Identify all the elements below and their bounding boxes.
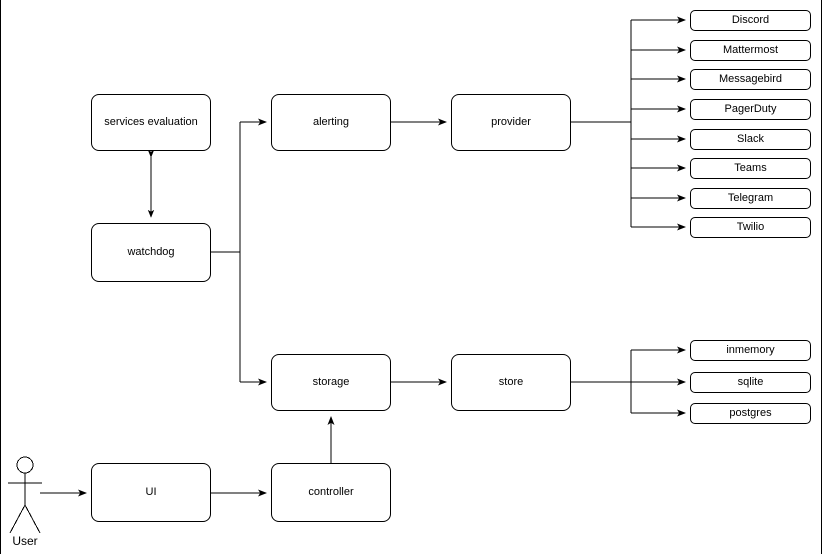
- leaf-store-sqlite-label: sqlite: [737, 376, 764, 389]
- leaf-provider-pagerduty[interactable]: PagerDuty: [690, 99, 811, 120]
- node-storage[interactable]: storage: [271, 354, 391, 411]
- node-controller[interactable]: controller: [271, 463, 391, 522]
- node-watchdog[interactable]: watchdog: [91, 223, 211, 282]
- node-store[interactable]: store: [451, 354, 571, 411]
- leaf-provider-pagerduty-label: PagerDuty: [724, 103, 777, 116]
- node-provider[interactable]: provider: [451, 94, 571, 151]
- leaf-provider-discord[interactable]: Discord: [690, 10, 811, 31]
- leaf-provider-teams-label: Teams: [734, 162, 767, 175]
- leaf-store-postgres-label: postgres: [729, 407, 772, 420]
- leaf-provider-messagebird[interactable]: Messagebird: [690, 69, 811, 90]
- node-provider-label: provider: [491, 116, 531, 129]
- leaf-provider-twilio-label: Twilio: [736, 221, 765, 234]
- leaf-provider-telegram[interactable]: Telegram: [690, 188, 811, 209]
- node-store-label: store: [498, 376, 524, 389]
- node-alerting-label: alerting: [312, 116, 350, 129]
- leaf-store-inmemory-label: inmemory: [726, 344, 775, 357]
- actor-user-label: User: [12, 534, 38, 548]
- node-alerting[interactable]: alerting: [271, 94, 391, 151]
- node-services-evaluation-label: services evaluation: [104, 116, 198, 129]
- leaf-provider-slack[interactable]: Slack: [690, 129, 811, 150]
- actor-stick-figure-icon: [8, 456, 42, 534]
- node-watchdog-label: watchdog: [127, 246, 175, 259]
- leaf-provider-telegram-label: Telegram: [727, 192, 774, 205]
- node-controller-label: controller: [308, 486, 354, 499]
- leaf-store-inmemory[interactable]: inmemory: [690, 340, 811, 361]
- node-storage-label: storage: [312, 376, 350, 389]
- leaf-provider-teams[interactable]: Teams: [690, 158, 811, 179]
- leaf-store-sqlite[interactable]: sqlite: [690, 372, 811, 393]
- node-services-evaluation[interactable]: services evaluation: [91, 94, 211, 151]
- leaf-store-postgres[interactable]: postgres: [690, 403, 811, 424]
- leaf-provider-twilio[interactable]: Twilio: [690, 217, 811, 238]
- leaf-provider-slack-label: Slack: [737, 133, 764, 146]
- leaf-provider-messagebird-label: Messagebird: [719, 73, 782, 86]
- node-ui-label: UI: [145, 486, 157, 499]
- node-ui[interactable]: UI: [91, 463, 211, 522]
- leaf-provider-mattermost-label: Mattermost: [722, 44, 778, 57]
- leaf-provider-discord-label: Discord: [731, 14, 770, 27]
- leaf-provider-mattermost[interactable]: Mattermost: [690, 40, 811, 61]
